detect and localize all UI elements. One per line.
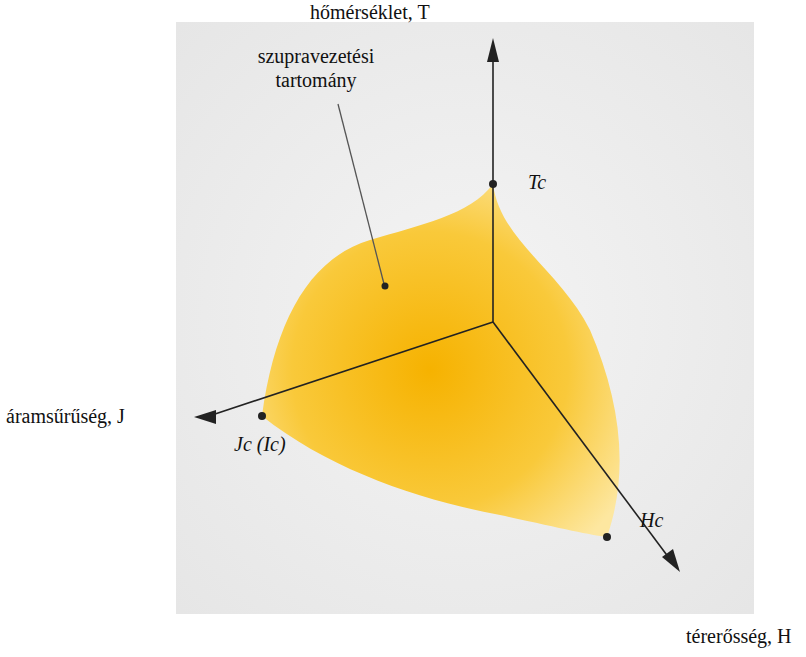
critical-value: Hc — [640, 508, 663, 532]
arrowheads — [194, 38, 680, 572]
axis-label: áramsűrűség, J — [6, 404, 125, 428]
critical-value: Jc (Ic) — [234, 432, 286, 456]
axis-label: térerősség, H — [686, 624, 792, 648]
axis-label: hőmérséklet, T — [310, 0, 430, 24]
background-panel — [176, 22, 754, 614]
critical-value: Tc — [528, 170, 546, 194]
leader-line — [338, 104, 384, 284]
critical-points — [258, 180, 611, 541]
region-label: szupravezetési tartomány — [236, 44, 396, 92]
superconducting-region — [262, 184, 620, 537]
axes — [206, 52, 672, 562]
